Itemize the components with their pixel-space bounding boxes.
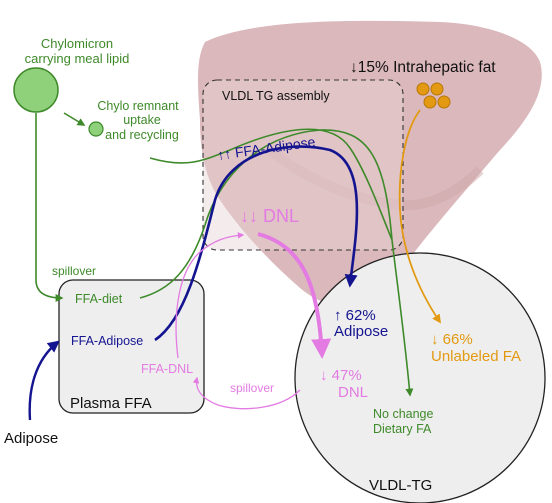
chylomicron-circle [13, 67, 59, 113]
label-unlabeled-pct: ↓ 66% [431, 331, 473, 348]
arrow-fat-to-unlabeled [398, 109, 442, 324]
arrow-spillover-to-ffa-dnl [192, 376, 301, 410]
label-ffa-dnl: FFA-DNL [141, 362, 193, 376]
label-chylo-remnant-2: uptake [123, 113, 161, 127]
arrow-spillover-to-ffa-diet [35, 113, 64, 302]
liver-shape [197, 20, 542, 308]
label-unlabeled-pct-name: Unlabeled FA [431, 348, 521, 365]
arrow-dnl-to-vldl [257, 232, 332, 359]
label-adipose: Adipose [4, 430, 58, 447]
label-intrahepatic-fat: ↓15% Intrahepatic fat [350, 59, 496, 76]
arrow-adipose-to-plasma [28, 340, 60, 421]
label-vldl-tg: VLDL-TG [369, 477, 432, 494]
arrow-chylo-to-remnant [63, 112, 86, 126]
label-plasma-ffa: Plasma FFA [70, 395, 152, 412]
fat-droplets-icon [416, 82, 451, 109]
label-spillover-left: spillover [52, 264, 96, 278]
label-chylo-remnant-1: Chylo remnant [97, 99, 179, 113]
label-chylo-remnant-3: and recycling [105, 128, 179, 142]
vldl-tg-circle [294, 252, 546, 503]
chylo-remnant-circle [88, 121, 104, 137]
label-chylomicron-2: carrying meal lipid [25, 51, 130, 66]
label-dnl-pct: ↓ 47% [320, 367, 362, 384]
liver-tissue-shading [266, 146, 484, 211]
label-ffa-diet: FFA-diet [75, 292, 123, 306]
arrow-ffa-dnl-to-dnl [175, 232, 245, 359]
label-dietary-1: No change [373, 407, 434, 421]
label-vldl-assembly: VLDL TG assembly [222, 89, 330, 103]
label-spillover-bottom: spillover [230, 381, 274, 395]
label-dnl: ↓↓ DNL [240, 206, 299, 226]
arrow-remnant-recycling [149, 128, 393, 241]
arrow-ffa-adipose-to-vldl [154, 145, 359, 342]
label-chylomicron-1: Chylomicron [41, 36, 113, 51]
label-dietary-2: Dietary FA [373, 422, 432, 436]
label-ffa-adipose: FFA-Adipose [71, 334, 143, 348]
arrow-ffa-diet-to-dietary [139, 129, 414, 397]
label-adipose-pct-name: Adipose [334, 323, 388, 340]
vldl-assembly-box [202, 79, 404, 251]
label-dnl-pct-name: DNL [338, 384, 368, 401]
label-adipose-pct: ↑ 62% [334, 307, 376, 324]
